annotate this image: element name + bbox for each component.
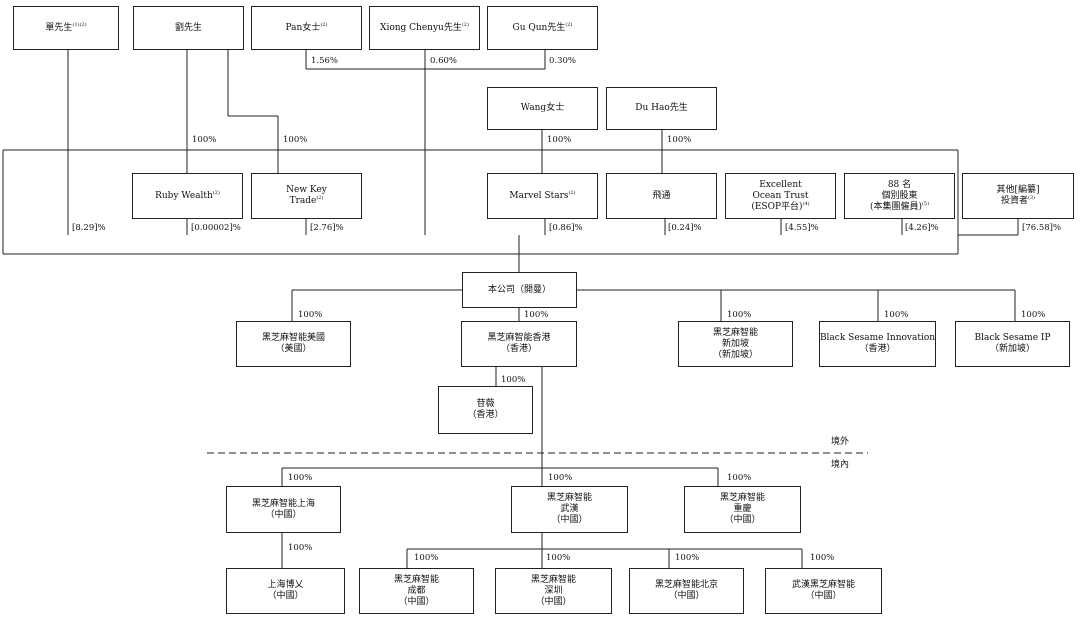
sub-black-sesame-hk: 黑芝麻智能香港 （香港） [461,321,577,367]
sub-black-sesame-chengdu: 黑芝麻智能 成都 （中國） [359,568,474,614]
shareholder-gu: Gu Qun先生(2) [487,6,598,50]
pct-wang-marvel: 100% [547,135,572,145]
pct-hk: 100% [524,310,549,320]
sub-black-sesame-chongqing: 黑芝麻智能 重慶 （中國） [684,486,801,533]
entity-excellent-ocean-trust: Excellent Ocean Trust (ESOP平台)(4) [725,173,836,219]
sub-black-sesame-us: 黑芝麻智能美國 （美國） [236,321,351,367]
zone-offshore: 境外 [831,437,850,447]
sub-black-sesame-shenzhen: 黑芝麻智能 深圳 （中國） [495,568,612,614]
entity-other-investors: 其他[編纂] 投資者(3) [962,173,1074,219]
entity-marvel-stars: Marvel Stars(2) [487,173,598,219]
pct-shby: 100% [288,543,313,553]
sub-black-sesame-wuhan: 黑芝麻智能 武漢 （中國） [511,486,628,533]
pct-gu: 0.30% [549,56,577,66]
pct-cq: 100% [727,473,752,483]
sub-black-sesame-beijing: 黑芝麻智能北京 （中國） [629,568,744,614]
sub-gongwei-hk: 苷薇 （香港） [438,386,533,434]
sub-wuhan-black-sesame: 武漢黑芝麻智能 （中國） [765,568,882,614]
shareholder-pan: Pan女士(2) [251,6,362,50]
sub-black-sesame-innovation: Black Sesame Innovation （香港） [819,321,936,367]
pct-feitong: [0.24]% [668,223,702,233]
pct-sh: 100% [288,473,313,483]
company-cayman: 本公司（開曼） [462,272,577,308]
shareholder-shan: 單先生(1)(2) [13,6,119,50]
pct-sg: 100% [727,310,752,320]
entity-ruby-wealth: Ruby Wealth(2) [132,173,243,219]
pct-gongwei: 100% [501,375,526,385]
pct-shan-ruby: 100% [192,135,217,145]
pct-liu-newkey: 100% [283,135,308,145]
pct-newkey: [2.76]% [310,223,344,233]
pct-bj: 100% [675,553,700,563]
sub-shanghai-boyi: 上海博乂 （中國） [226,568,345,614]
pct-cd: 100% [414,553,439,563]
entity-feitong: 飛通 [606,173,717,219]
shareholder-xiong: Xiong Chenyu先生(2) [369,6,480,50]
pct-us: 100% [298,310,323,320]
pct-wh: 100% [548,473,573,483]
pct-shan: [8.29]% [72,223,106,233]
zone-onshore: 境內 [831,460,850,470]
pct-marvel: [0.86]% [549,223,583,233]
entity-individual-shareholders: 88 名 個別股東 (本集團僱員)(5) [844,173,955,219]
sub-black-sesame-shanghai: 黑芝麻智能上海 （中國） [226,486,341,533]
shareholder-duhao: Du Hao先生 [606,87,717,130]
pct-ruby: [0.00002]% [191,223,241,233]
pct-xiong: 0.60% [430,56,458,66]
entity-new-key-trade: New Key Trade(2) [251,173,362,219]
shareholder-liu: 劉先生 [133,6,244,50]
pct-bsip: 100% [1021,310,1046,320]
pct-bsi: 100% [884,310,909,320]
pct-excellent: [4.55]% [785,223,819,233]
sub-black-sesame-ip: Black Sesame IP （新加坡） [955,321,1070,367]
pct-whbs: 100% [810,553,835,563]
shareholder-wang: Wang女士 [487,87,598,130]
pct-individual: [4.26]% [905,223,939,233]
pct-others: [76.58]% [1022,223,1062,233]
pct-sz: 100% [546,553,571,563]
pct-duhao-feitong: 100% [667,135,692,145]
sub-black-sesame-sg: 黑芝麻智能 新加坡 （新加坡） [678,321,793,367]
pct-pan: 1.56% [311,56,339,66]
